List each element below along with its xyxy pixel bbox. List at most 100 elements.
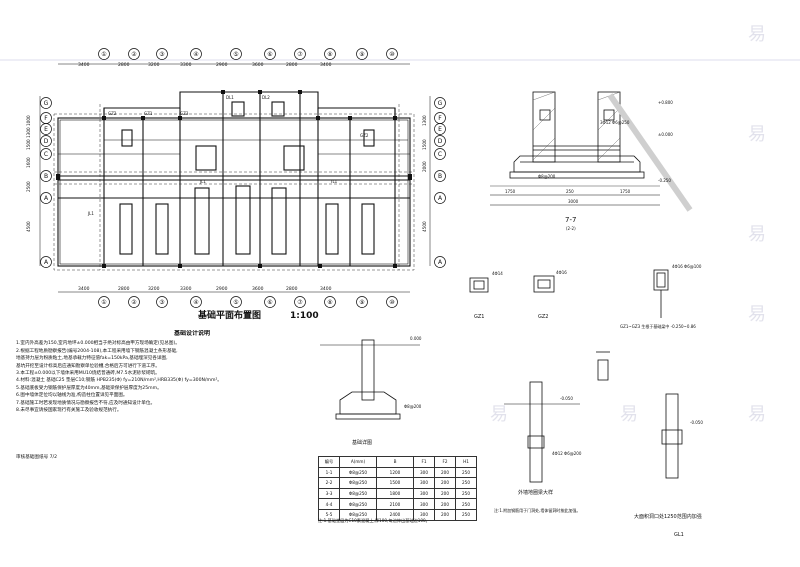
table-cell: 200 (434, 466, 456, 479)
axis-bubble-right-label: D (438, 138, 443, 145)
plan-label: TL1 (329, 179, 338, 184)
axis-bubble-bottom-label: ⑦ (297, 299, 303, 306)
table-cell: 2-2 (318, 477, 340, 489)
dimension-top: 2800 (118, 62, 130, 68)
plan-label: DL2 (262, 95, 270, 100)
axis-bubble-right (434, 148, 446, 160)
axis-bubble-top-label: ④ (193, 51, 198, 58)
dimension-left: 1300 (26, 127, 31, 138)
plan-label: GZ1 (144, 111, 153, 116)
notes-heading: 基础设计说明 (174, 330, 211, 337)
axis-bubble-top (386, 48, 398, 60)
table-cell: 300 (413, 477, 435, 489)
axis-bubble-right-label: A (438, 259, 443, 266)
axis-bubble-bottom (324, 296, 336, 308)
plan-title: 基础平面布置图 (197, 309, 261, 321)
table-cell: 250 (455, 466, 477, 479)
dimension-bottom: 3200 (148, 286, 160, 292)
table-cell: 200 (434, 498, 456, 510)
note-line: 5.基础底板受力钢筋保护层厚度为40mm,基础梁保护层厚度为25mm。 (16, 385, 162, 391)
table-note: 注:1.基础垫层为C10素混凝土,厚100,每边伸出基础边100。 (318, 518, 430, 523)
note-line: 2.根据工程地质勘察报告(编号2004-108),本工程采用墙下钢筋混凝土条形基… (16, 348, 178, 354)
dimension-right: 4500 (422, 221, 427, 232)
watermark: 易 (748, 224, 766, 245)
axis-bubble-bottom (190, 296, 202, 308)
dimension-left: 1600 (26, 157, 31, 168)
base-detail-caption: 基础详图 (352, 439, 372, 446)
axis-bubble-left-label: F (44, 115, 48, 122)
dimension-bottom: 2800 (286, 286, 298, 292)
axis-bubble-left (40, 256, 52, 268)
elev-label: 0.000 (410, 336, 422, 341)
table-cell: Φ8@250 (339, 487, 377, 500)
table-cell: 300 (413, 487, 435, 500)
rebar-label: Φ8@200 (404, 404, 422, 409)
gz3-rebar: 4Φ16 Φ6@100 (672, 264, 702, 269)
table-cell: 250 (455, 498, 477, 510)
elev-label: -0.050 (690, 420, 703, 425)
axis-bubble-bottom-label: ⑧ (327, 299, 332, 306)
dimension-bottom: 3400 (320, 286, 332, 292)
axis-bubble-left (40, 148, 52, 160)
note-line: 地基持力层为粉质粘土,地基承载力特征值fak=150kPa,基础埋深见各详图, (16, 356, 168, 362)
axis-bubble-left (40, 135, 52, 147)
axis-bubble-bottom-label: ⑤ (233, 299, 238, 306)
axis-bubble-right-label: E (438, 126, 442, 133)
axis-bubble-left (40, 192, 52, 204)
dimension-left: 4500 (26, 221, 31, 232)
elev-label: +0.800 (658, 100, 673, 105)
axis-bubble-left (40, 97, 52, 109)
plan-scale: 1:100 (290, 311, 319, 321)
axis-bubble-right-label: F (438, 115, 442, 122)
rebar-label: 4Φ12 Φ6@200 (552, 451, 582, 456)
axis-bubble-bottom (386, 296, 398, 308)
axis-bubble-left-label: C (44, 151, 48, 158)
gz1-rebar: 4Φ14 (492, 271, 503, 276)
dimension-top: 3200 (148, 62, 160, 68)
rebar-label: 3Φ12 Φ6@250 (600, 120, 630, 125)
dimension-bottom: 2800 (118, 286, 130, 292)
axis-bubble-left-label: G (44, 100, 49, 107)
table-cell: 200 (434, 487, 456, 500)
watermark: 易 (748, 24, 766, 45)
elev-label: -0.250 (658, 178, 671, 183)
gz1-caption: GZ1 (474, 314, 484, 320)
axis-bubble-top (230, 48, 242, 60)
axis-bubble-top (264, 48, 276, 60)
axis-bubble-top (294, 48, 306, 60)
notes-footer: 审核基础图纸号 7/2 (16, 455, 58, 461)
axis-bubble-left-label: D (44, 138, 49, 145)
table-header: F1 (413, 456, 435, 468)
dimension-left: 1000 (26, 115, 31, 126)
axis-bubble-top-label: ⑤ (233, 51, 238, 58)
table-cell: 250 (455, 508, 477, 521)
dimension-left: 2500 (26, 181, 31, 192)
dimension-bottom: 3300 (180, 286, 192, 292)
table-cell: 300 (413, 466, 435, 479)
big-opening-caption: 大面积洞口处1250范围内加强 (634, 513, 702, 520)
axis-bubble-bottom (128, 296, 140, 308)
elev-label: -0.050 (560, 396, 573, 401)
dimension-bottom: 3600 (252, 286, 264, 292)
table-header: A(mm) (339, 456, 377, 468)
axis-bubble-right (434, 192, 446, 204)
axis-bubble-bottom-label: ① (101, 299, 106, 306)
note-line: 3.本工程±0.000以下墙体采用MU10烧结普通砖,M7.5水泥砂浆砌筑。 (16, 371, 160, 377)
section-dim: 250 (566, 189, 574, 194)
axis-bubble-right (434, 256, 446, 268)
dimension-bottom: 2900 (216, 286, 228, 292)
plan-label: GZ2 (360, 133, 369, 138)
side-note: 注:1.附加钢筋用于门洞处,墙体留洞时按此加强。 (494, 507, 580, 513)
section-caption: 7-7 (565, 216, 576, 224)
axis-bubble-right-label: A (438, 195, 443, 202)
